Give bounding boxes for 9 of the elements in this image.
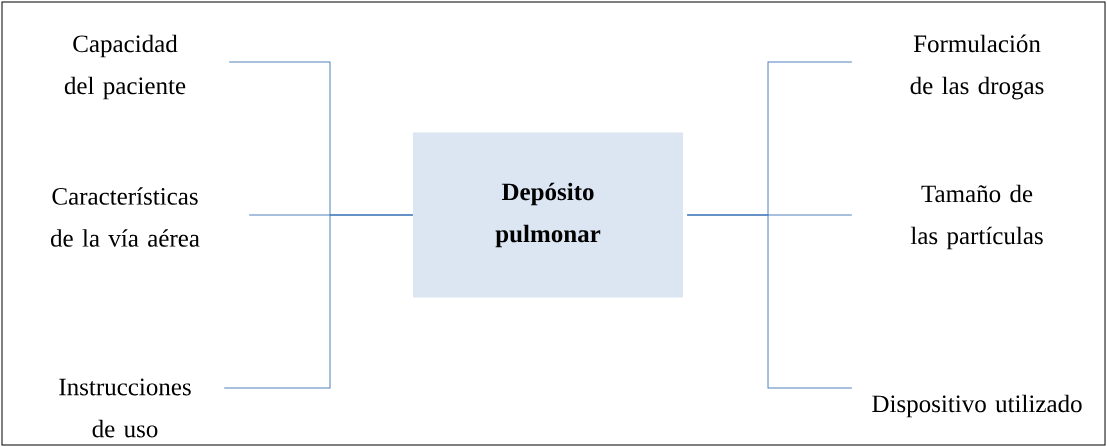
connector-line: [223, 214, 414, 389]
factor-label: Tamaño de las partículas: [910, 184, 1043, 250]
factor-label: Dispositivo utilizado: [872, 394, 1082, 418]
factor-label: Capacidad del paciente: [64, 34, 186, 100]
factor-label: Características de la vía aérea: [50, 187, 200, 247]
connector-line: [686, 214, 853, 389]
center-box: Depósito pulmonar: [413, 132, 683, 298]
factor-label: Instrucciones de uso: [59, 378, 191, 438]
factor-label: Formulación de las drogas: [910, 34, 1044, 100]
